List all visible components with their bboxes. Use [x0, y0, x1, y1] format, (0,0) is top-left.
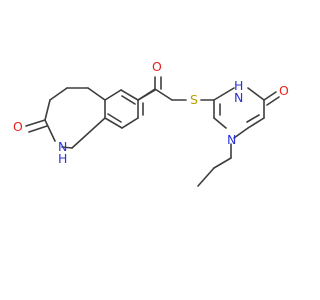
bond: [44, 99, 51, 121]
bond: [121, 95, 136, 105]
bond: [154, 88, 173, 101]
bond: [71, 117, 106, 149]
bond: [61, 146, 73, 149]
lactam-hydrogen-label: H: [58, 151, 67, 166]
bond: [246, 114, 260, 123]
pyrimidine-h-label: H: [234, 78, 243, 93]
bond: [247, 117, 265, 129]
bond: [120, 89, 139, 101]
bond: [137, 88, 156, 101]
pyrimidine-nh-label: N: [234, 90, 243, 105]
pyrimidine-nitrogen-label: N: [227, 132, 236, 147]
bond: [197, 167, 215, 187]
bond: [87, 87, 106, 101]
bond: [213, 117, 227, 129]
bond: [233, 127, 249, 139]
bond: [44, 119, 56, 142]
bond: [25, 119, 46, 127]
ketone-oxygen-label: O: [152, 59, 162, 74]
pyrimidinone-oxygen-label: O: [279, 83, 289, 98]
bond: [213, 87, 235, 101]
bond: [263, 91, 277, 101]
bond: [266, 96, 280, 106]
bond: [28, 125, 48, 133]
molecule-structure: O O O N H N H N S: [13, 59, 289, 187]
bonds: [25, 76, 280, 187]
bond: [104, 117, 123, 129]
lactam-oxygen-label: O: [13, 119, 23, 134]
bond: [121, 117, 139, 129]
bond: [49, 87, 68, 101]
sulfur-label: S: [190, 92, 198, 107]
lactam-nitrogen-label: N: [58, 139, 67, 154]
bond: [213, 157, 232, 169]
bond: [104, 89, 122, 101]
bond: [107, 113, 122, 123]
bond: [247, 87, 265, 101]
atom-labels: O O O N H N H N S: [13, 59, 289, 166]
